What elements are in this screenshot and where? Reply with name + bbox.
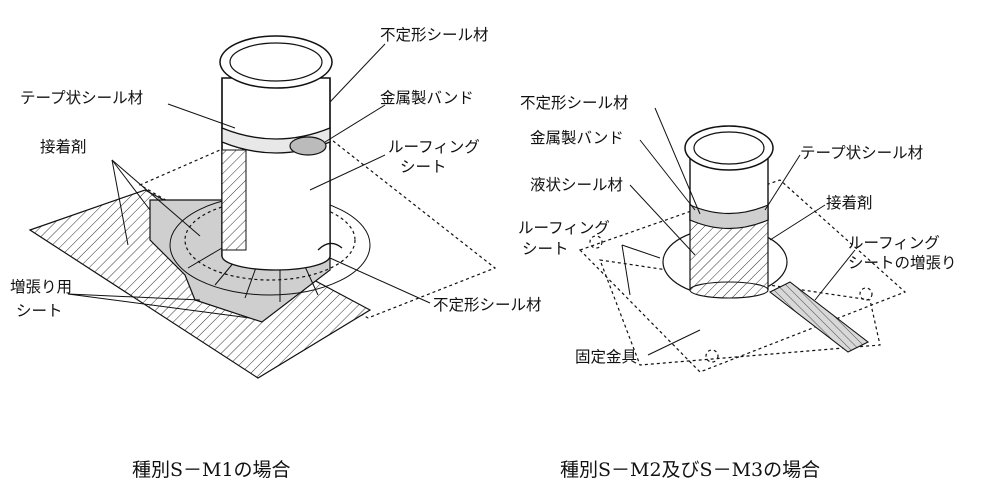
right-pipe-top-inner <box>693 131 765 165</box>
right-label-adhesive: 接着剤 <box>826 194 873 212</box>
left-figure: 不定形シール材 金属製バンド テープ状シール材 ルーフィング シート 接着剤 増… <box>10 26 542 481</box>
left-flange-ring-dashed <box>184 199 356 281</box>
right-sheet-outline-upper <box>578 179 907 373</box>
left-label-tape-sealant: テープ状シール材 <box>20 89 143 107</box>
right-label-roofing-sheet-2: シート <box>522 240 569 258</box>
right-label-roofing-sheet-1: ルーフィング <box>518 219 610 237</box>
right-figure: 不定形シール材 金属製バンド テープ状シール材 液状シール材 接着剤 ルーフィン… <box>518 94 957 481</box>
right-label-tape-sealant: テープ状シール材 <box>800 144 923 162</box>
left-band-clamp <box>289 136 327 156</box>
left-label-amorphous-sealant-bottom: 不定形シール材 <box>433 296 542 314</box>
right-fixing-hole-1 <box>589 235 603 249</box>
right-label-roofing-reinforce-2: シートの増張り <box>848 254 957 272</box>
right-metal-band <box>689 204 769 230</box>
right-fixing-hole-3 <box>705 349 719 363</box>
right-reinforcement-strip <box>768 281 870 353</box>
left-label-adhesive: 接着剤 <box>40 138 87 156</box>
right-label-amorphous-sealant: 不定形シール材 <box>520 94 629 112</box>
left-label-roofing-sheet-2: シート <box>400 158 447 176</box>
left-label-metal-band: 金属製バンド <box>380 89 474 107</box>
left-pipe-sleeve <box>221 149 247 251</box>
left-label-roofing-sheet-1: ルーフィング <box>388 138 480 156</box>
left-label-amorphous-sealant: 不定形シール材 <box>380 26 489 44</box>
left-bottom-sealant <box>317 242 343 251</box>
left-roofing-sheet-outline <box>138 114 497 319</box>
left-pipe-top-inner <box>229 42 323 82</box>
right-leaders <box>621 107 856 356</box>
left-label-reinforcement-2: シート <box>16 302 63 320</box>
left-leaders <box>67 43 431 319</box>
right-label-roofing-reinforce-1: ルーフィング <box>848 234 940 252</box>
right-label-liquid-sealant: 液状シール材 <box>530 176 623 194</box>
right-label-metal-band: 金属製バンド <box>530 129 624 147</box>
left-caption: 種別S－M1の場合 <box>132 459 291 481</box>
left-label-reinforcement-1: 増張り用 <box>10 278 72 296</box>
right-label-fixing-metal: 固定金具 <box>575 348 637 366</box>
right-fixing-hole-2 <box>859 287 873 301</box>
right-caption: 種別S－M2及びS－M3の場合 <box>560 459 820 481</box>
